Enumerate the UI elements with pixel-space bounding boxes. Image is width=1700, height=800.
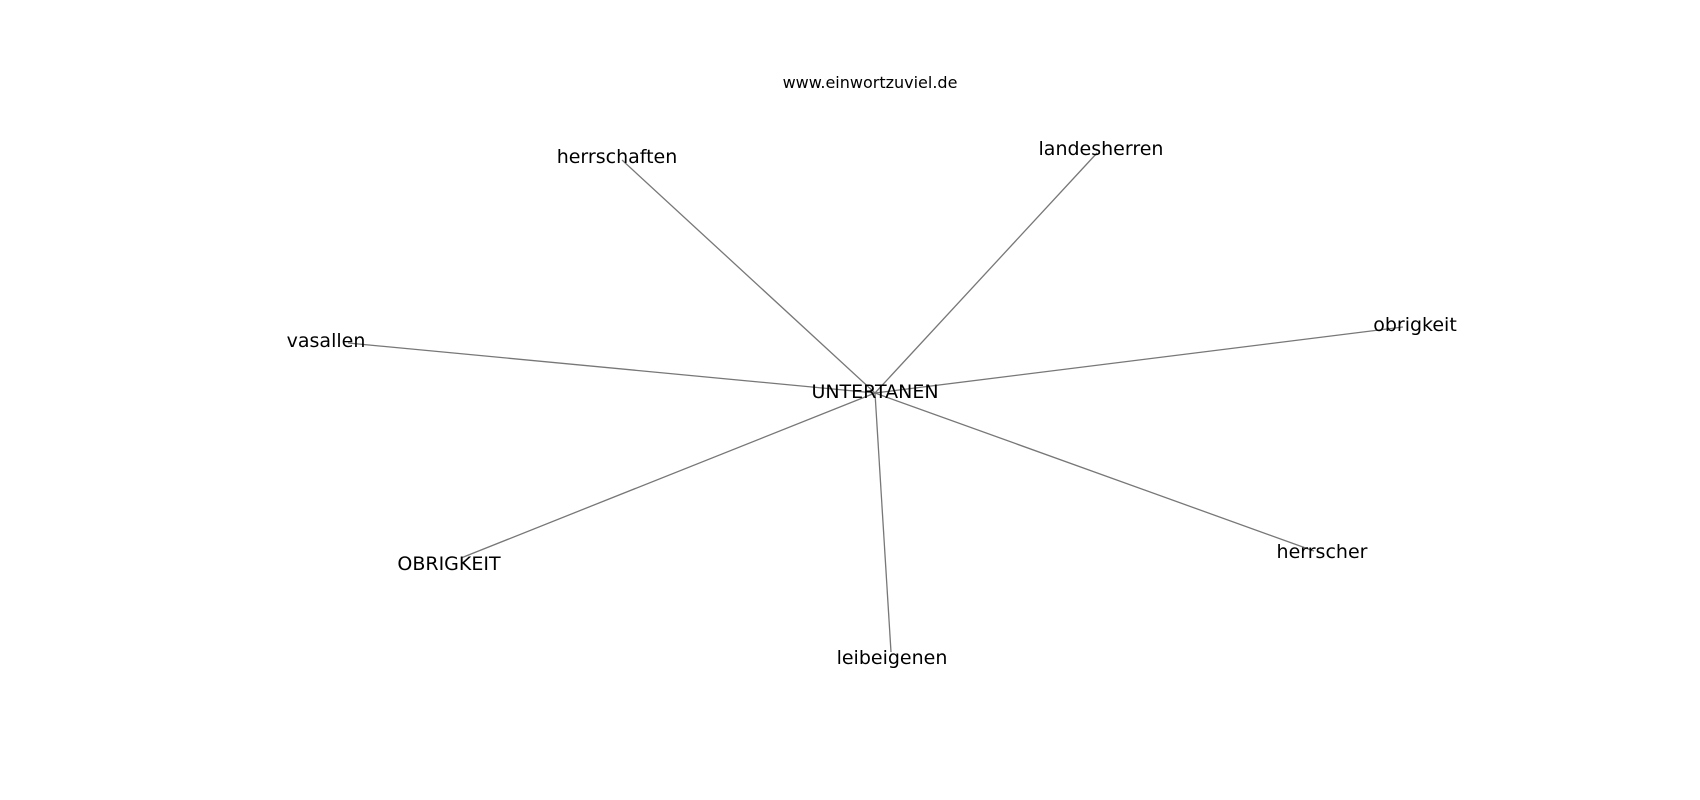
node-label-obrigkeit-upper: OBRIGKEIT bbox=[397, 553, 501, 575]
edge-landesherren bbox=[874, 152, 1098, 394]
node-label-vasallen: vasallen bbox=[287, 330, 366, 352]
edges-group bbox=[347, 152, 1404, 653]
node-label-obrigkeit: obrigkeit bbox=[1373, 314, 1457, 336]
node-label-herrscher: herrscher bbox=[1277, 541, 1368, 563]
edge-obrigkeit-upper bbox=[460, 392, 876, 559]
labels-group: UNTERTANEN herrschaften landesherren vasal… bbox=[287, 138, 1457, 669]
edge-vasallen bbox=[347, 342, 876, 394]
site-title: www.einwortzuviel.de bbox=[783, 73, 958, 92]
edge-leibeigenen bbox=[874, 392, 892, 653]
node-label-landesherren: landesherren bbox=[1039, 138, 1164, 160]
node-label-leibeigenen: leibeigenen bbox=[837, 647, 948, 669]
edge-obrigkeit bbox=[874, 326, 1404, 394]
edge-herrscher bbox=[874, 392, 1315, 552]
edge-herrschaften bbox=[621, 159, 876, 394]
center-node-label: UNTERTANEN bbox=[811, 381, 938, 403]
node-label-herrschaften: herrschaften bbox=[557, 146, 678, 168]
